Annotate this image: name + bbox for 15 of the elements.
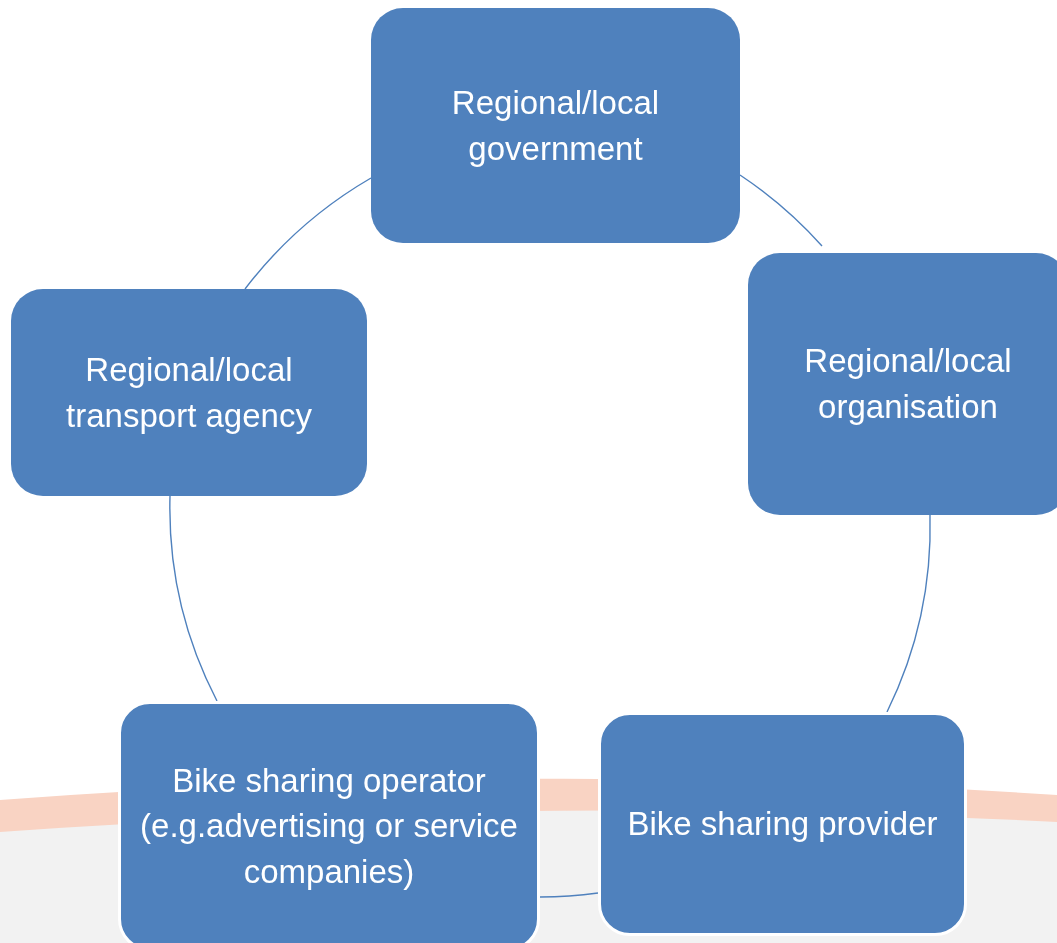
box-label: Regional/local transport agency: [65, 349, 313, 436]
connector-arc: [244, 177, 372, 290]
rounded-box: [748, 253, 1057, 515]
rounded-box: [598, 712, 967, 936]
box-label: Bike sharing operator (e.g.advertising or service companies): [139, 760, 519, 892]
box-label: Bike sharing provider: [627, 804, 938, 845]
connector-arc: [886, 514, 931, 713]
rounded-box: [371, 8, 740, 243]
connector-arc: [739, 174, 823, 247]
rounded-box: [11, 289, 367, 496]
box-label: Regional/local government: [450, 82, 661, 169]
box-label: Regional/local organisation: [803, 341, 1013, 427]
rounded-box: [118, 701, 540, 943]
connector-arc: [539, 892, 599, 898]
connector-arc: [169, 495, 218, 702]
